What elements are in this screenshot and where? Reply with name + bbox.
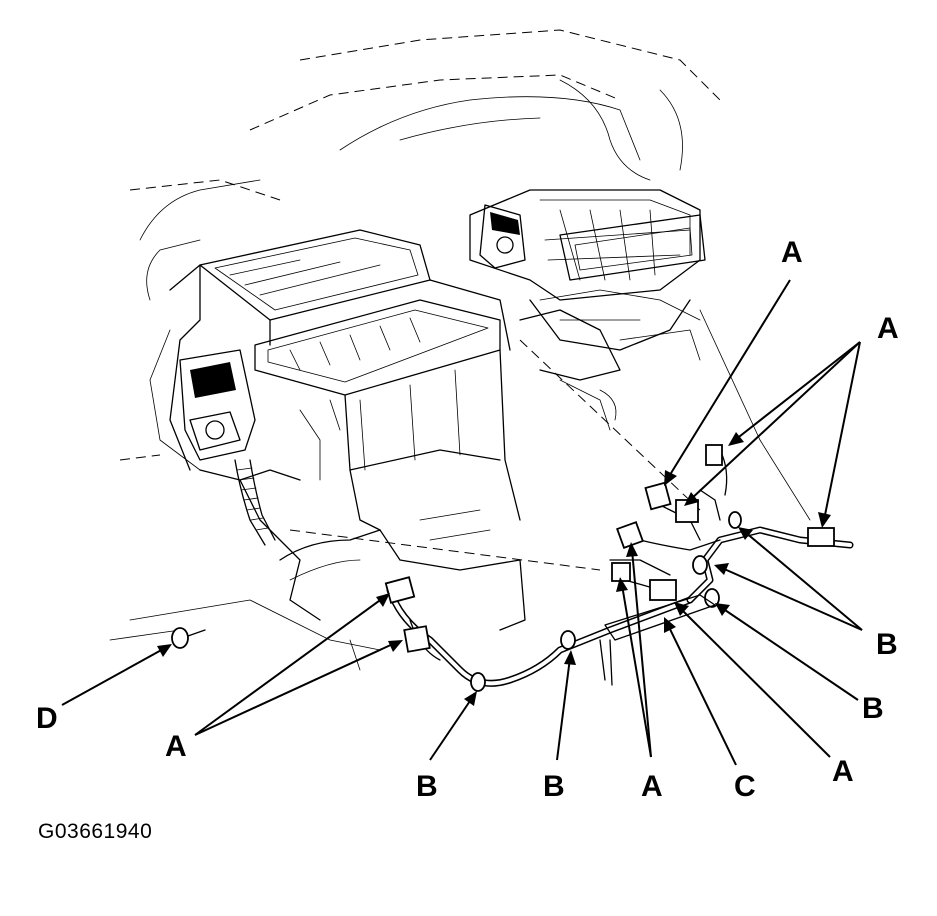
connector-a-top-1 <box>644 481 672 511</box>
clip-b-2 <box>560 630 576 650</box>
callout-b-bottom-left: B <box>416 770 438 803</box>
blower-actuator <box>479 204 526 269</box>
connectors <box>384 444 835 692</box>
clip-b-5 <box>728 511 742 529</box>
connector-a-left-2 <box>403 625 431 653</box>
connector-a-left-1 <box>384 576 416 604</box>
wire-harness <box>289 309 854 687</box>
tube-c <box>604 594 716 641</box>
callout-a-left: A <box>165 730 187 763</box>
connector-a-top-3 <box>705 444 723 466</box>
connector-a-mid-1 <box>611 562 631 582</box>
left-actuator-motor <box>179 349 256 461</box>
callout-labels: A A B B A C A B B A D <box>36 236 899 803</box>
callout-b-right-2: B <box>862 692 884 725</box>
fastener-d <box>171 627 206 649</box>
leader-lines <box>61 279 863 766</box>
dashboard-outline <box>119 29 721 471</box>
callout-d: D <box>36 702 58 735</box>
connector-a-mid-2 <box>616 521 644 549</box>
callout-a-right-low: A <box>832 755 854 788</box>
callout-b-right-1: B <box>876 628 898 661</box>
figure-id: G03661940 <box>38 820 153 843</box>
callout-a-bottom-mid: A <box>641 770 663 803</box>
clip-b-1 <box>470 672 486 692</box>
callout-c: C <box>734 770 756 803</box>
callout-a-upper-right: A <box>877 312 899 345</box>
connector-a-low <box>649 579 677 601</box>
heater-unit-housing <box>109 229 701 671</box>
corrugated-tube <box>234 459 276 546</box>
clip-b-3 <box>692 555 708 575</box>
connector-a-right <box>807 527 835 547</box>
callout-a-top: A <box>781 236 803 269</box>
blower-unit <box>469 189 706 351</box>
callout-b-bottom-mid: B <box>543 770 565 803</box>
